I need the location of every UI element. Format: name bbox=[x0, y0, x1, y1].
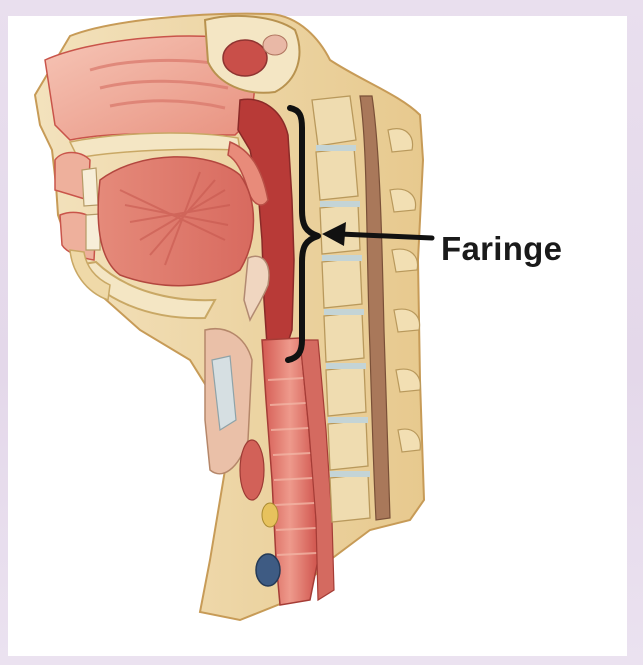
sphenoid-sinus bbox=[223, 40, 267, 76]
tongue bbox=[98, 157, 253, 286]
yellow-node bbox=[262, 503, 278, 527]
blue-vessel bbox=[256, 554, 280, 586]
pharynx-label: Faringe bbox=[441, 230, 562, 268]
sinus-recess bbox=[263, 35, 287, 55]
thyroid-gland bbox=[240, 440, 264, 500]
